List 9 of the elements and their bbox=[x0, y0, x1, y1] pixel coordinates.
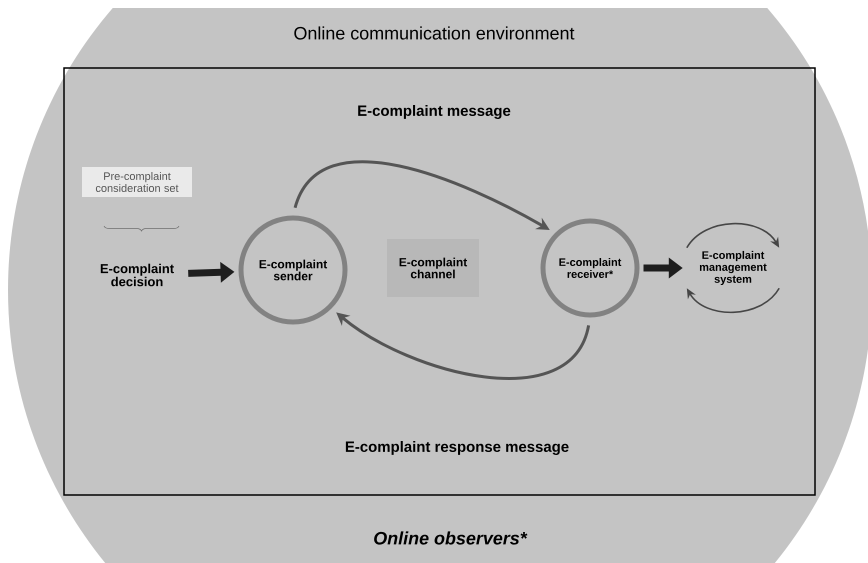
frame-box bbox=[63, 67, 816, 496]
channel-box: E-complaint channel bbox=[387, 239, 479, 297]
edge-label: E-complaint message bbox=[358, 105, 510, 119]
decision-text: E-complaint decision bbox=[100, 264, 174, 286]
management-system-text: E-complaint management system bbox=[700, 250, 767, 286]
edge-label: E-complaint response message bbox=[346, 441, 569, 455]
heading: Online communication environment bbox=[294, 26, 574, 40]
caption-text: Online observers* bbox=[374, 531, 528, 545]
consideration-set-box: Pre-complaint consideration set bbox=[82, 167, 192, 197]
